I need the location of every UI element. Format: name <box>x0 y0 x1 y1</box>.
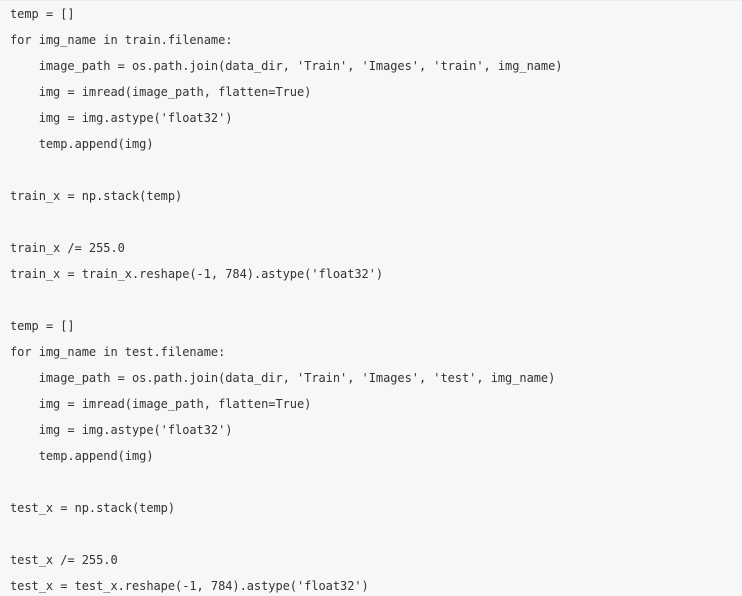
code-line-16: img = imread(image_path, flatten=True) <box>10 397 312 411</box>
code-line-22: test_x /= 255.0 <box>10 553 118 567</box>
code-line-4: img = imread(image_path, flatten=True) <box>10 85 312 99</box>
code-line-21 <box>10 521 732 547</box>
code-line-14: for img_name in test.filename: <box>10 345 226 359</box>
code-line-12 <box>10 287 732 313</box>
code-line-3: image_path = os.path.join(data_dir, 'Tra… <box>10 59 563 73</box>
code-line-6: temp.append(img) <box>10 137 154 151</box>
code-line-23: test_x = test_x.reshape(-1, 784).astype(… <box>10 579 369 593</box>
code-lines: temp = [] for img_name in train.filename… <box>10 1 732 596</box>
code-line-19 <box>10 469 732 495</box>
code-line-10: train_x /= 255.0 <box>10 241 125 255</box>
code-line-13: temp = [] <box>10 319 75 333</box>
code-line-18: temp.append(img) <box>10 449 154 463</box>
code-line-15: image_path = os.path.join(data_dir, 'Tra… <box>10 371 556 385</box>
code-line-8: train_x = np.stack(temp) <box>10 189 183 203</box>
code-line-7 <box>10 157 732 183</box>
code-line-5: img = img.astype('float32') <box>10 111 233 125</box>
code-line-9 <box>10 209 732 235</box>
code-line-1: temp = [] <box>10 7 75 21</box>
code-line-2: for img_name in train.filename: <box>10 33 233 47</box>
code-line-17: img = img.astype('float32') <box>10 423 233 437</box>
code-line-11: train_x = train_x.reshape(-1, 784).astyp… <box>10 267 384 281</box>
code-line-20: test_x = np.stack(temp) <box>10 501 176 515</box>
